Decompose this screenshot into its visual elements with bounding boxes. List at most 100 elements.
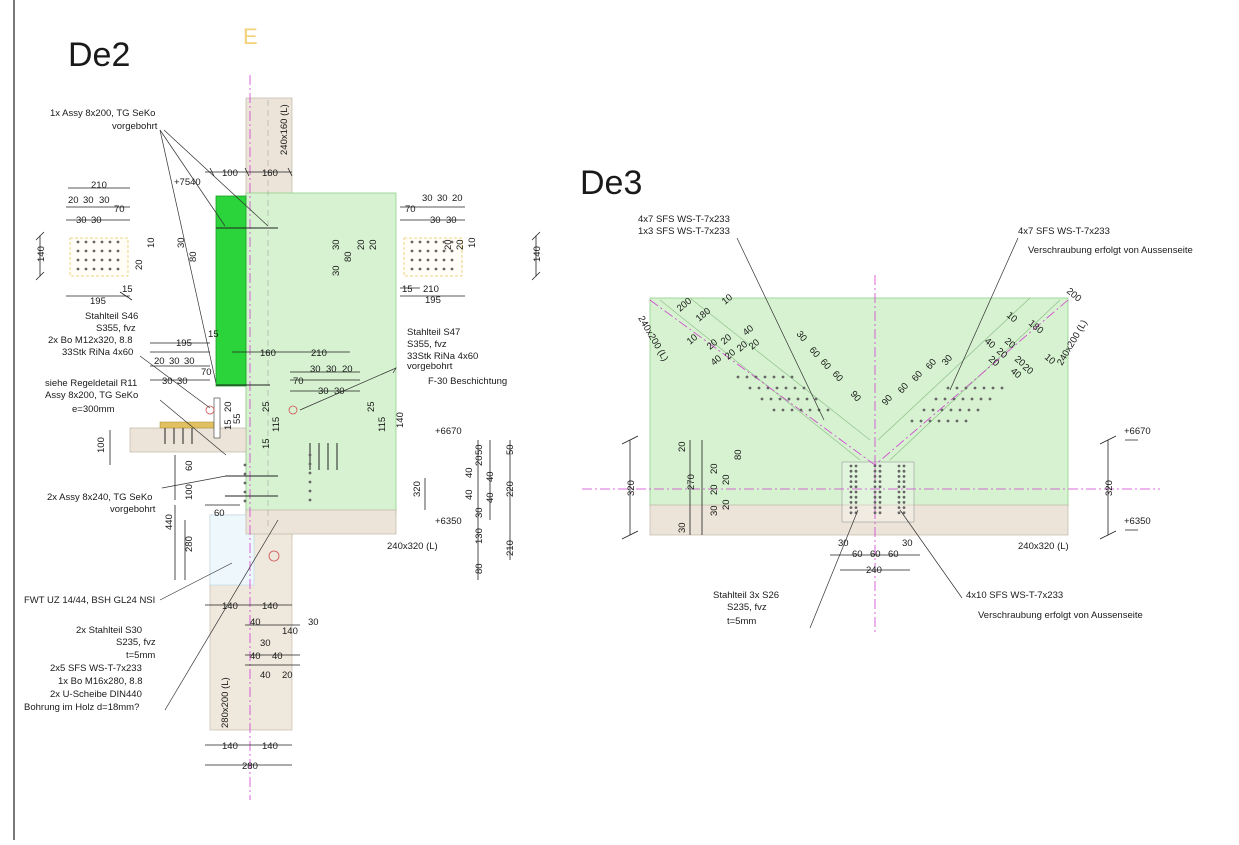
dim-text: 30 xyxy=(677,522,688,533)
dim-text: 20 xyxy=(452,193,463,204)
label-de3-tl-2: 1x3 SFS WS-T-7x233 xyxy=(638,226,730,237)
level-6350-de3: +6350 xyxy=(1124,516,1151,527)
screw-dot xyxy=(100,240,104,244)
dim-text: 80 xyxy=(188,251,199,262)
dim-text: 20 xyxy=(443,239,454,250)
screw-dot xyxy=(308,462,312,466)
dim-text: 210 xyxy=(91,180,107,191)
dim-text: 70 xyxy=(405,204,416,215)
label-s47-1: Stahlteil S47 xyxy=(407,327,460,338)
screw-dot xyxy=(988,397,992,401)
screw-dot xyxy=(849,506,853,509)
screw-dot xyxy=(434,240,438,244)
dim-text: 40 xyxy=(485,492,496,503)
de3-title: De3 xyxy=(580,164,642,202)
screw-dot xyxy=(854,475,858,478)
dim-text: 115 xyxy=(271,417,282,432)
dim-text: 20 xyxy=(223,401,234,412)
level-6670-de2: +6670 xyxy=(435,426,462,437)
screw-dot xyxy=(940,408,944,412)
screw-dot xyxy=(849,464,853,468)
dim-text: 20 xyxy=(154,356,165,367)
screw-dot xyxy=(970,397,974,401)
screw-dot xyxy=(92,249,96,253)
dim-text: 20 xyxy=(455,239,466,250)
dim-text: 60 xyxy=(888,549,899,560)
screw-dot xyxy=(1000,386,1004,390)
screw-dot xyxy=(442,249,446,253)
dim-text: 20 xyxy=(342,364,353,375)
dim-text: 15 xyxy=(402,284,413,295)
steel-member-s46 xyxy=(215,195,247,387)
dim-text: 40 xyxy=(464,489,475,500)
dim-text: 130 xyxy=(474,528,485,544)
label-fwt: FWT UZ 14/44, BSH GL24 NSI xyxy=(24,595,155,606)
screw-dot xyxy=(943,397,947,401)
screw-dot xyxy=(100,267,104,271)
screw-dot xyxy=(434,249,438,253)
dim-text: 10 xyxy=(467,237,478,248)
dim-text: 20 xyxy=(709,463,720,474)
screw-dot xyxy=(308,453,312,457)
dim-text: 140 xyxy=(532,246,543,262)
label-s30-1: 2x Stahlteil S30 xyxy=(76,625,142,636)
screw-dot xyxy=(955,386,959,390)
de3-beam-strip xyxy=(649,504,1069,536)
dim-text: 20 xyxy=(474,455,485,466)
dim-text: 140 xyxy=(36,246,47,262)
screw-dot xyxy=(897,464,901,468)
screw-dot xyxy=(976,408,980,412)
screw-dot xyxy=(450,249,454,253)
screw-dot xyxy=(426,240,430,244)
screw-dot xyxy=(92,267,96,271)
leaders-de3 xyxy=(736,237,1019,629)
leader xyxy=(899,509,963,599)
de3-axis-diagonal-left xyxy=(649,299,876,466)
screw-dot xyxy=(100,249,104,253)
dim-text: 100 xyxy=(222,168,238,179)
label-assy240-2: vorgebohrt xyxy=(110,504,156,515)
label-de3-tr-2: Verschraubung erfolgt von Aussenseite xyxy=(1028,245,1193,256)
dim-text: 30 xyxy=(474,507,485,518)
screw-dot xyxy=(854,490,858,494)
screw-dot xyxy=(108,258,112,262)
dim-text: 30 xyxy=(709,505,720,516)
screw-dot xyxy=(418,267,422,271)
dim-text: 30 xyxy=(331,239,342,250)
screw-dot xyxy=(849,485,853,489)
label-beam-de2: 240x320 (L) xyxy=(387,541,438,552)
screw-dot xyxy=(873,469,877,473)
dim-text: 40 xyxy=(272,651,283,662)
screw-dot xyxy=(897,501,901,504)
dim-text: 240 xyxy=(866,565,882,576)
dim-text: 40 xyxy=(260,670,271,681)
screw-dot xyxy=(442,258,446,262)
screw-dot xyxy=(790,375,794,379)
screw-dot xyxy=(434,258,438,262)
screw-dot xyxy=(897,511,901,515)
de3-green-area xyxy=(649,297,1069,507)
dim-text: 70 xyxy=(201,367,212,378)
screw-dot xyxy=(955,419,959,423)
label-s30-7: Bohrung im Holz d=18mm? xyxy=(24,702,139,713)
screw-dot xyxy=(410,240,414,244)
label-s30-5: 1x Bo M16x280, 8.8 xyxy=(58,676,143,687)
screw-dot xyxy=(873,480,877,483)
de3-screw-dots xyxy=(76,240,1004,515)
screw-dot xyxy=(799,408,803,412)
leaders-de2 xyxy=(139,129,397,711)
screw-dot xyxy=(873,495,877,499)
dim-text: 160 xyxy=(262,168,278,179)
dim-text: 30 xyxy=(169,356,180,367)
screw-dot xyxy=(854,506,858,509)
screw-dot xyxy=(808,408,812,412)
screw-dot xyxy=(100,258,104,262)
dim-text: 80 xyxy=(733,449,744,460)
label-f30: F-30 Beschichtung xyxy=(428,376,507,387)
screw-dot xyxy=(772,375,776,379)
dim-text: 140 xyxy=(262,601,278,612)
dim-text: 270 xyxy=(686,474,697,490)
screw-dot xyxy=(949,408,953,412)
screw-dot xyxy=(878,485,882,489)
screw-dot xyxy=(979,397,983,401)
